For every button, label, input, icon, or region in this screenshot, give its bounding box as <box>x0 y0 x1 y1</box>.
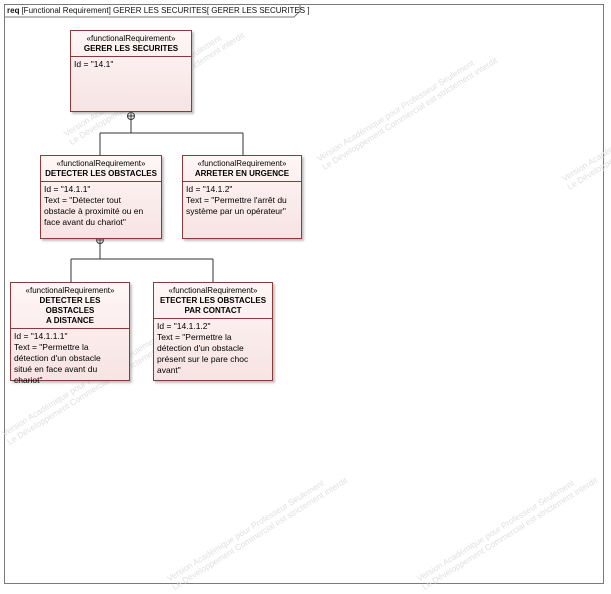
requirement-name: ETECTER LES OBSTACLES PAR CONTACT <box>159 296 267 315</box>
requirement-box[interactable]: «functionalRequirement» DETECTER LES OBS… <box>10 282 130 385</box>
requirement-id: Id = "14.1" <box>74 59 114 69</box>
requirement-name: DETECTER LES OBSTACLES A DISTANCE <box>39 296 101 325</box>
requirement-id: Id = "14.1.1.1" <box>14 331 68 341</box>
frame-header: req[Functional Requirement] GERER LES SE… <box>4 4 318 17</box>
requirement-box[interactable]: «functionalRequirement» ARRETER EN URGEN… <box>182 155 302 239</box>
stereotype-label: «functionalRequirement» <box>197 159 287 168</box>
requirement-box[interactable]: «functionalRequirement» DETECTER LES OBS… <box>40 155 162 239</box>
requirement-name: DETECTER LES OBSTACLES <box>45 169 157 178</box>
requirement-text: Text = "Permettre la détection d'un obst… <box>14 342 101 385</box>
containment-marker-1 <box>127 112 135 120</box>
requirement-text: Text = "Détecter tout obstacle à proximi… <box>44 195 144 227</box>
frame-title: [Functional Requirement] GERER LES SECUR… <box>21 6 310 15</box>
stereotype-label: «functionalRequirement» <box>86 34 176 43</box>
diagram-frame <box>4 4 604 584</box>
requirement-id: Id = "14.1.1" <box>44 184 91 194</box>
requirement-box[interactable]: «functionalRequirement» ETECTER LES OBST… <box>153 282 273 381</box>
stereotype-label: «functionalRequirement» <box>168 286 258 295</box>
stereotype-label: «functionalRequirement» <box>25 286 115 295</box>
stereotype-label: «functionalRequirement» <box>56 159 146 168</box>
requirement-name: GERER LES SECURITES <box>83 44 179 53</box>
requirement-box[interactable]: «functionalRequirement» GERER LES SECURI… <box>70 30 192 112</box>
requirement-id: Id = "14.1.1.2" <box>157 321 211 331</box>
requirement-text: Text = "Permettre l'arrêt du système par… <box>186 195 287 216</box>
requirement-id: Id = "14.1.2" <box>186 184 233 194</box>
frame-keyword: req <box>7 6 20 15</box>
requirement-text: Text = "Permettre la détection d'un obst… <box>157 332 249 375</box>
requirement-name: ARRETER EN URGENCE <box>194 169 290 178</box>
